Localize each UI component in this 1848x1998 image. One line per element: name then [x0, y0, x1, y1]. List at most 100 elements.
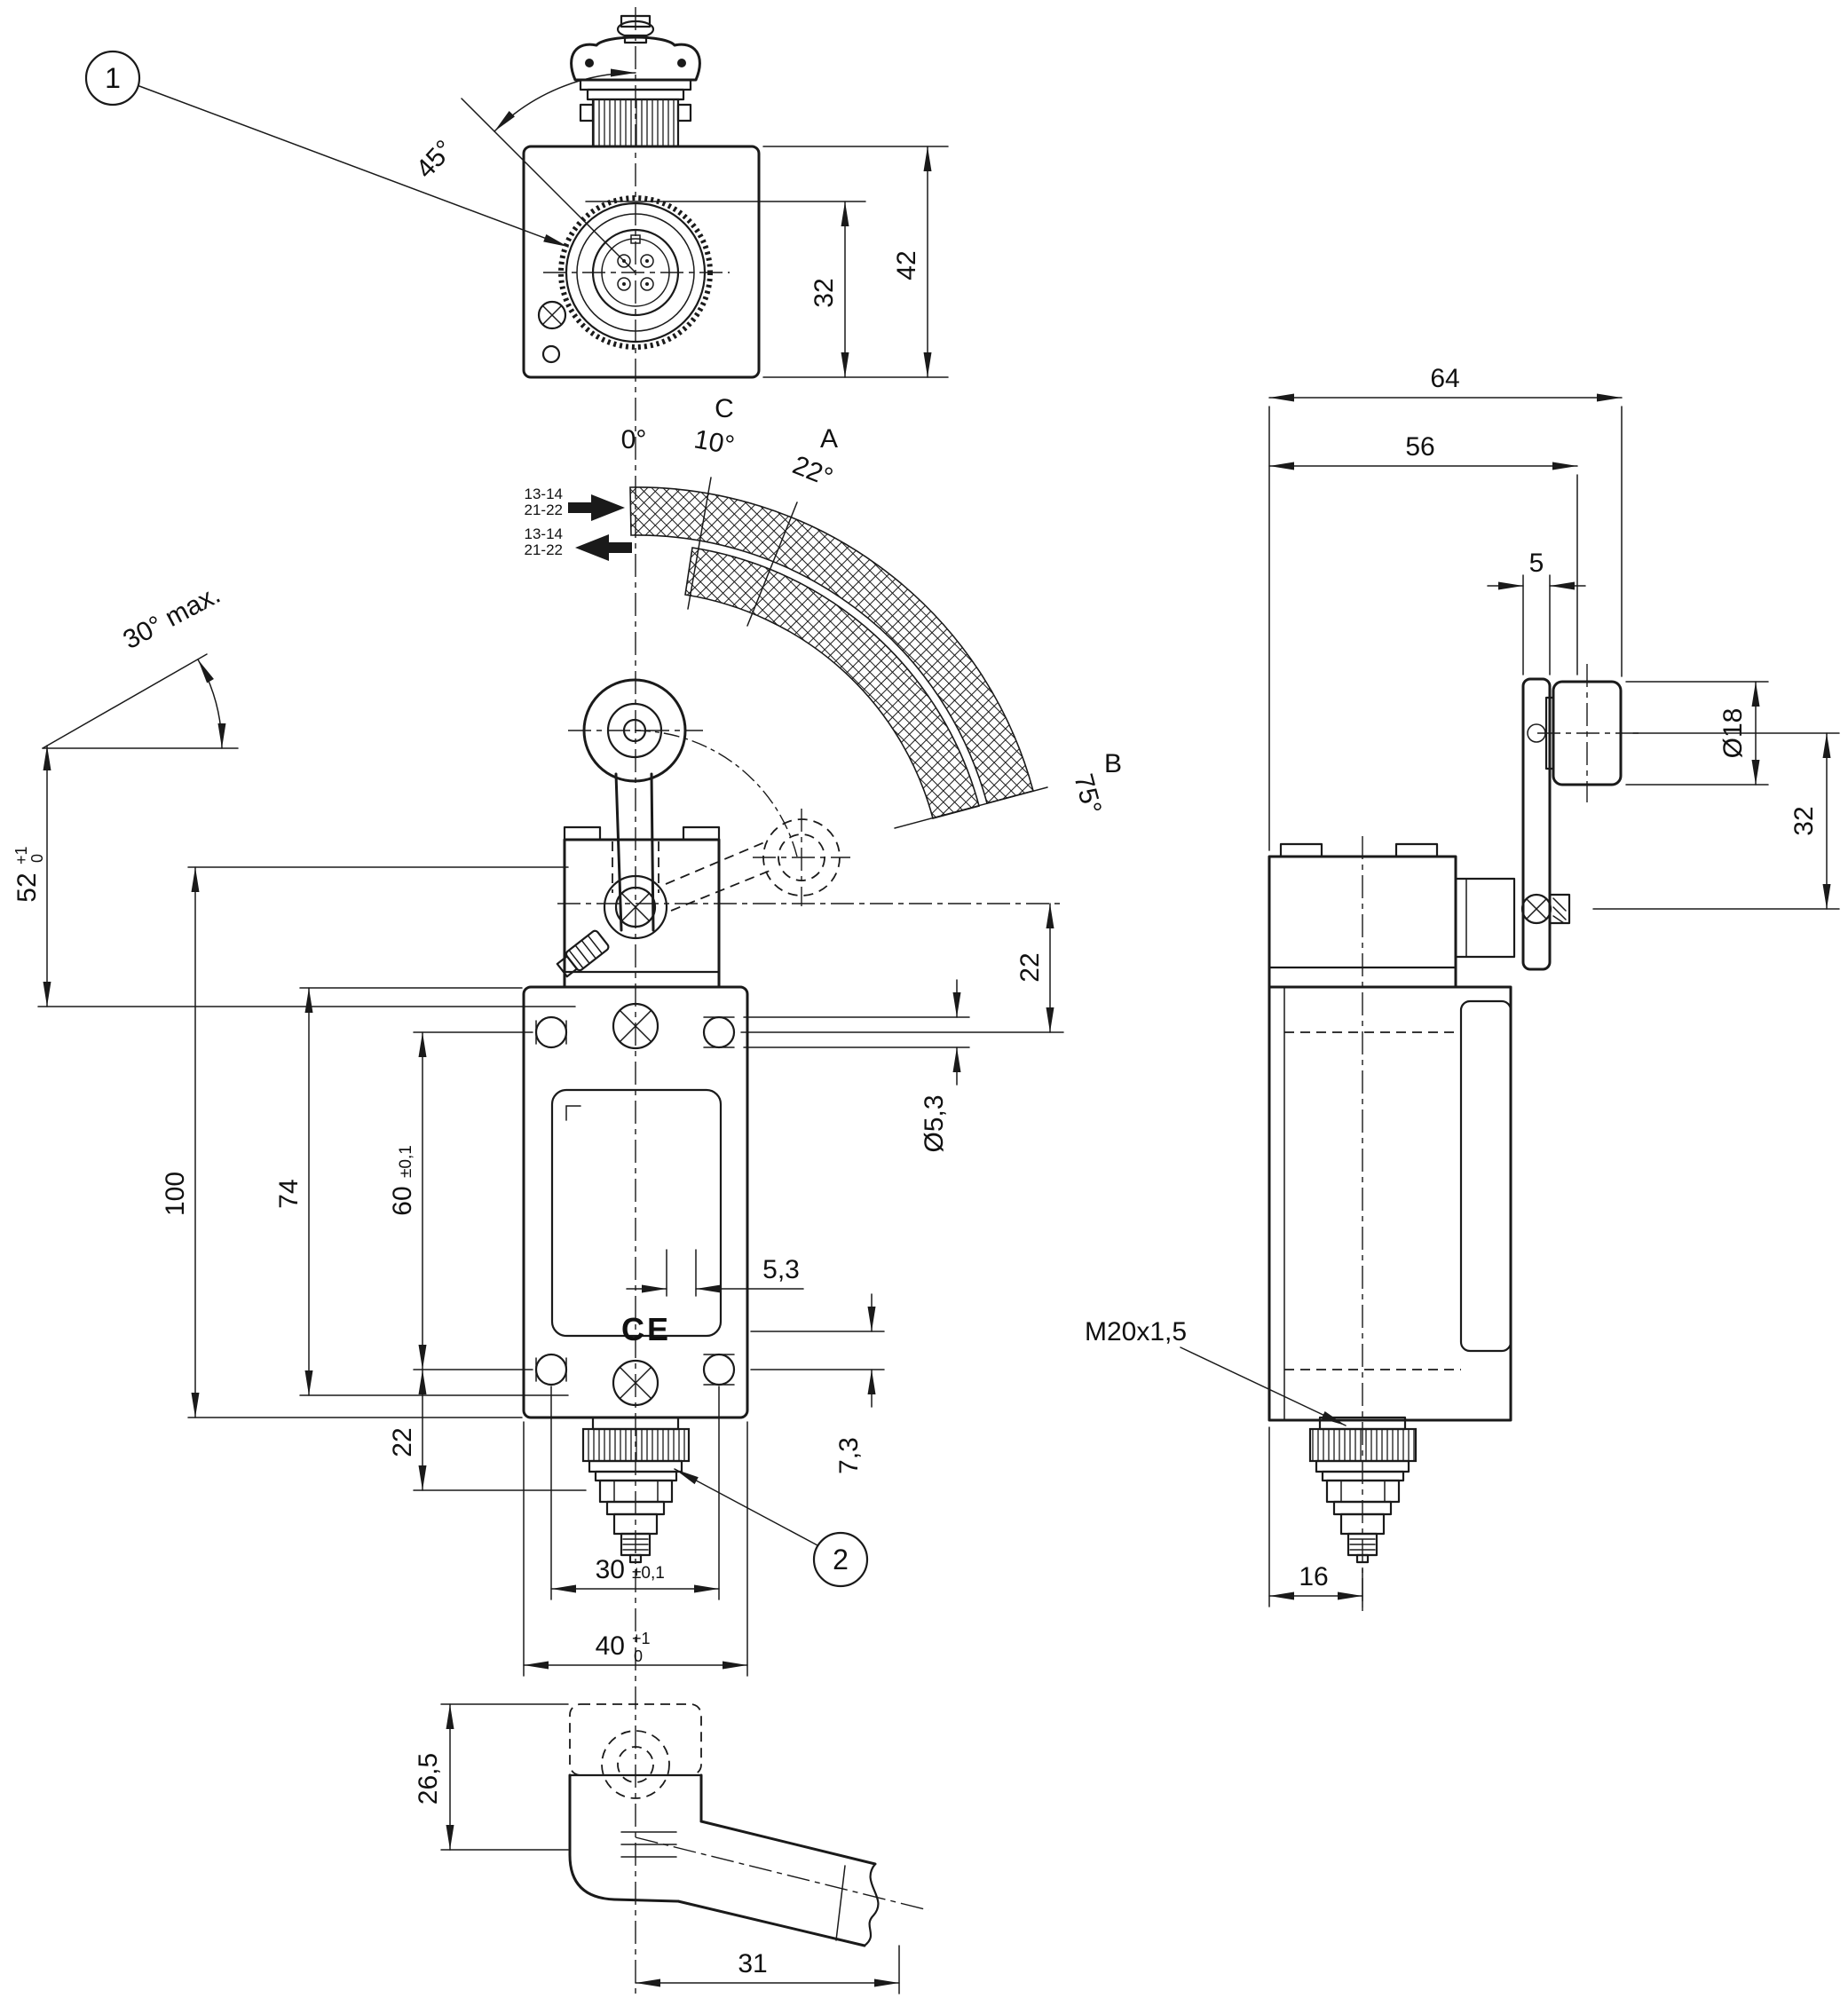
radial-10deg: [687, 477, 712, 610]
contact-label-21-22-return: 21-22: [525, 541, 563, 558]
dim-31: 31: [635, 1945, 900, 1994]
angle-line: [461, 98, 636, 273]
callout-2-number: 2: [833, 1544, 849, 1575]
dim-100: 100: [161, 866, 569, 1418]
cable-gland-side: [1308, 1416, 1418, 1564]
connector-ring-2: [576, 213, 695, 332]
callout-2-circle: [812, 1531, 869, 1588]
dim-30max-label: 30° max.: [118, 580, 225, 655]
clamp-tip: [556, 955, 579, 978]
dim-30deg-max: 30° max.: [42, 580, 239, 749]
pin-2: [640, 254, 654, 268]
radial-22deg: [746, 501, 798, 627]
zone-c-label: C: [715, 394, 734, 423]
top-cover-screw: [612, 1002, 659, 1050]
pin-4: [640, 277, 654, 291]
cover-corner-mark: [565, 1105, 581, 1121]
head-ear-right: [682, 825, 721, 841]
pivot-screw: [614, 886, 657, 928]
callout-1: 1: [84, 50, 569, 248]
wing-dot-left: [585, 59, 594, 67]
arrow-right-icon: [568, 494, 625, 521]
dim-hole-diameter: Ø5,3: [743, 979, 970, 1153]
phillips-cross: [1526, 898, 1547, 920]
clamp-body: [565, 929, 610, 972]
thread-leader: [1180, 1346, 1347, 1426]
dim-64: 64: [1268, 364, 1623, 851]
lever-edge-right: [650, 772, 655, 932]
stem-cap: [620, 14, 652, 28]
dim-60-label: 60: [388, 1186, 417, 1215]
dim-30-label: 30: [596, 1555, 625, 1584]
dim-31-label: 31: [738, 1949, 767, 1978]
zone-a-label: A: [820, 424, 838, 454]
dim-42-top: 42: [762, 146, 949, 378]
cone-tip-line: [835, 1865, 846, 1941]
dim-7-3: 7,3: [750, 1293, 885, 1474]
dim-5: 5: [1487, 549, 1586, 675]
side-body-outline: [1268, 985, 1512, 1422]
gland-hidden-outer: [601, 1730, 670, 1799]
callout-1-circle: [84, 50, 141, 107]
dim-16: 16: [1268, 1426, 1363, 1607]
pin-dot: [622, 282, 626, 286]
hex-facets: [1340, 1480, 1386, 1503]
thread-callout: M20x1,5: [1085, 1317, 1347, 1426]
dim-22-bottom-label: 22: [388, 1427, 417, 1457]
pin-3: [617, 277, 631, 291]
dim-52-tol-plus: +1: [12, 846, 30, 865]
connector-notch: [630, 234, 641, 244]
top-view: 45° 32 42: [411, 14, 949, 379]
phantom-lever-edge-1: [665, 840, 770, 885]
dim-26-5-label: 26,5: [414, 1753, 443, 1805]
dim-5-label: 5: [1529, 549, 1544, 578]
dim-26-5: 26,5: [414, 1703, 569, 1851]
dim-hole-dia-label: Ø5,3: [920, 1094, 949, 1152]
dim-40-tol-zero: 0: [634, 1647, 643, 1665]
dim-slot-label: 5,3: [762, 1255, 800, 1284]
connector-ring-1: [565, 201, 707, 344]
dim-40: 40 +1 0: [523, 1421, 748, 1677]
knurled-cylinder: [591, 98, 680, 148]
pin-dot: [645, 282, 649, 286]
thread-label: M20x1,5: [1085, 1317, 1187, 1346]
angled-connector-cone: [635, 1820, 929, 1947]
angle-arc: [494, 68, 636, 132]
clamp-knurl: [568, 935, 604, 969]
actuation-sweep-diagram: 0° 10° C A 22° B 75° 13-14 21-22 13-14 2…: [525, 394, 1122, 829]
callout-2: 2: [674, 1468, 869, 1588]
cone-bottom-edge: [676, 1899, 866, 1947]
dim-60: 60 ±0,1: [388, 1031, 533, 1370]
angle-22-label: 22°: [788, 450, 836, 493]
contact-label-13-14: 13-14: [525, 486, 563, 502]
callout-1-number: 1: [105, 62, 121, 94]
zone-b-label: B: [1104, 749, 1122, 778]
angle-arc: [197, 659, 226, 749]
slot-bottom-left: [535, 1357, 567, 1382]
contact-direction-return: 13-14 21-22: [525, 525, 632, 561]
dim-32-side-label: 32: [1789, 806, 1819, 835]
boot-left-outline: [568, 1773, 680, 1903]
ext-lines: [666, 1249, 697, 1297]
head-body-top-view: [522, 145, 761, 379]
pin-1: [617, 254, 631, 268]
dim-32-top: 32: [585, 201, 949, 378]
callout-2-leader: [674, 1468, 818, 1546]
dim-56: 56: [1268, 432, 1578, 675]
dim-74: 74: [274, 987, 569, 1396]
bottom-view: 26,5 31: [414, 1703, 929, 1994]
bottom-cover-screw: [612, 1359, 659, 1407]
cone-axis: [635, 1836, 929, 1911]
boot-grip-ridges: [620, 1831, 677, 1858]
mount-hole-top-right: [702, 1015, 736, 1049]
side-tab-right: [676, 103, 692, 122]
dim-74-label: 74: [274, 1179, 304, 1208]
slot-top-right: [703, 1016, 735, 1048]
dim-22-top: 22: [740, 903, 1064, 1033]
dim-52: 52 +1 0: [12, 745, 576, 1007]
hex-facets: [613, 1480, 659, 1503]
side-head-t b-right: [1394, 842, 1439, 858]
switch-body-side: [1268, 985, 1512, 1422]
